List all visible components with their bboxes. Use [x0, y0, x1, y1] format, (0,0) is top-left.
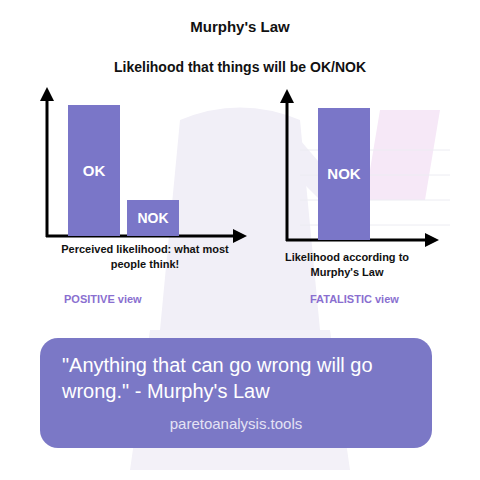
y-axis — [286, 96, 289, 241]
axis-caption: Likelihood according to Murphy's Law — [262, 250, 432, 280]
bar-label: OK — [83, 161, 106, 181]
bar-label: NOK — [327, 164, 360, 184]
view-label: POSITIVE view — [64, 292, 204, 307]
quote-text: "Anything that can go wrong will go wron… — [62, 352, 410, 414]
y-axis — [46, 94, 49, 237]
quote-box: "Anything that can go wrong will go wron… — [40, 338, 432, 448]
view-label: FATALISTIC view — [310, 292, 460, 307]
faint-panel — [365, 110, 440, 200]
source-text: paretoanalysis.tools — [170, 414, 303, 434]
bar: NOK — [127, 200, 179, 236]
bar-label: NOK — [137, 209, 168, 227]
figure-torso — [160, 108, 320, 331]
subtitle: Likelihood that things will be OK/NOK — [0, 58, 480, 77]
bar: NOK — [318, 108, 370, 240]
axis-caption: Perceived likelihood: what most people t… — [50, 242, 240, 272]
bar: OK — [68, 105, 120, 236]
chart-axes — [46, 94, 432, 241]
title: Murphy's Law — [0, 18, 480, 35]
